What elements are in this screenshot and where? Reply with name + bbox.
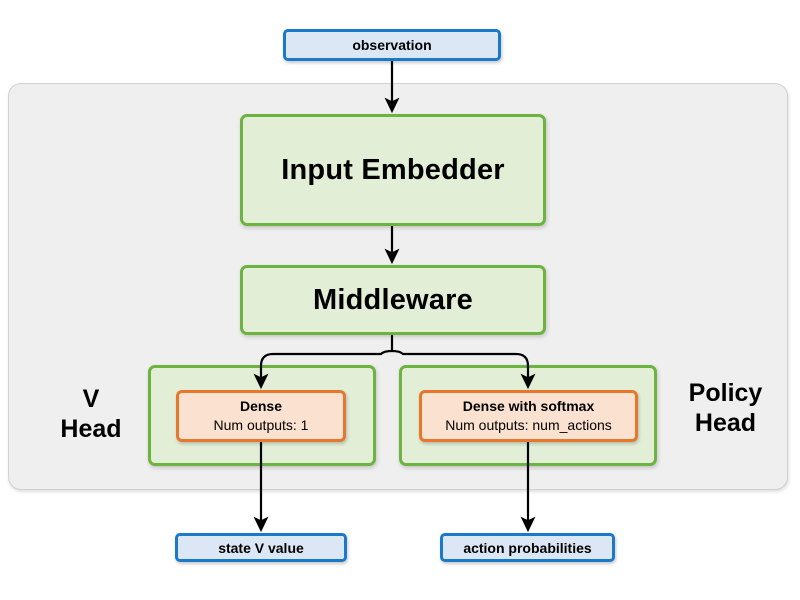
policy-head-title: Policy Head — [663, 379, 788, 438]
observation-node[interactable]: observation — [283, 29, 501, 61]
v-head-dense-detail: Num outputs: 1 — [213, 417, 309, 433]
policy-head-dense-name: Dense with softmax — [462, 398, 595, 415]
state-v-value-node[interactable]: state V value — [175, 533, 347, 562]
middleware-label: Middleware — [313, 283, 473, 316]
action-probabilities-node[interactable]: action probabilities — [440, 533, 615, 562]
policy-head-title-line-2: Head — [694, 408, 757, 437]
middleware-node[interactable]: Middleware — [240, 265, 546, 335]
v-head-title: V Head — [36, 385, 146, 444]
v-head-title-line-2: Head — [60, 414, 122, 443]
policy-head-dense-detail: Num outputs: num_actions — [445, 417, 612, 433]
policy-head-dense-node[interactable]: Dense with softmax Num outputs: num_acti… — [419, 390, 638, 442]
input-embedder-label: Input Embedder — [281, 153, 505, 186]
action-probabilities-label: action probabilities — [463, 539, 592, 556]
v-head-dense-name: Dense — [239, 398, 283, 415]
observation-label: observation — [352, 37, 432, 53]
state-v-value-label: state V value — [218, 539, 304, 556]
input-embedder-node[interactable]: Input Embedder — [240, 114, 546, 226]
v-head-dense-node[interactable]: Dense Num outputs: 1 — [176, 390, 346, 442]
policy-head-title-line-1: Policy — [688, 379, 763, 407]
v-head-title-line-1: V — [82, 385, 100, 413]
